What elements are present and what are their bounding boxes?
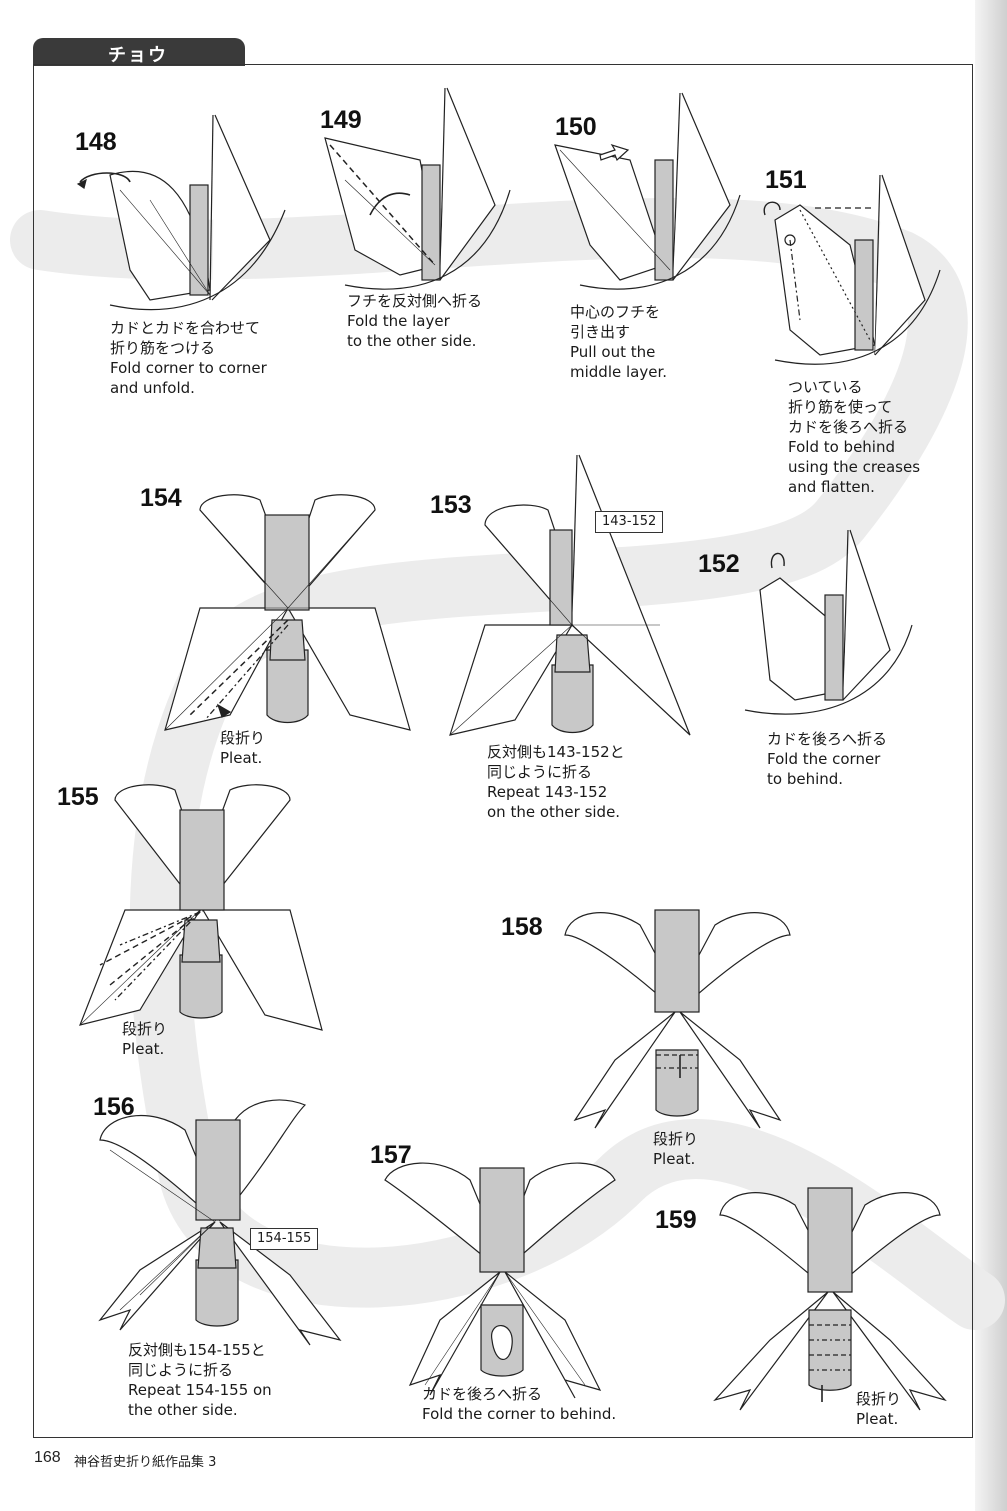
- caption-line: middle layer.: [570, 363, 668, 381]
- step-number-153: 153: [430, 491, 472, 519]
- caption-line: 中心のフチを: [570, 303, 661, 321]
- caption-line: using the creases: [788, 458, 921, 476]
- caption-148: カドとカドを合わせて 折り筋をつける Fold corner to corner…: [110, 318, 267, 398]
- step-number-152: 152: [698, 550, 740, 578]
- diagram-158: [564, 909, 791, 1129]
- caption-line: to the other side.: [347, 332, 477, 350]
- diagram-154: [164, 494, 411, 731]
- step-number-148: 148: [75, 128, 117, 156]
- diagram-148: [76, 114, 286, 311]
- caption-153: 反対側も143-152と 同じように折る Repeat 143-152 on t…: [487, 742, 625, 822]
- caption-159: 段折り Pleat.: [856, 1389, 901, 1429]
- caption-line: Fold corner to corner: [110, 359, 267, 377]
- step-number-159: 159: [655, 1206, 697, 1234]
- caption-line: to behind.: [767, 770, 844, 788]
- caption-151: ついている 折り筋を使って カドを後ろへ折る Fold to behind us…: [788, 377, 920, 497]
- caption-line: 段折り: [856, 1390, 902, 1408]
- caption-150: 中心のフチを 引き出す Pull out the middle layer.: [570, 302, 667, 382]
- caption-line: Pleat.: [653, 1150, 696, 1168]
- caption-line: on the other side.: [487, 803, 621, 821]
- caption-line: 同じように折る: [128, 1361, 234, 1379]
- caption-line: 段折り: [122, 1020, 168, 1038]
- caption-line: 折り筋をつける: [110, 339, 216, 357]
- content-frame: [33, 64, 973, 1438]
- diagram-156: [98, 1099, 342, 1346]
- caption-line: 引き出す: [570, 323, 631, 341]
- diagram-150: [554, 92, 741, 290]
- section-title-tab: [33, 38, 245, 66]
- page-edge-shadow: [975, 0, 1007, 1511]
- caption-line: the other side.: [128, 1401, 238, 1419]
- caption-line: Pleat.: [122, 1040, 165, 1058]
- caption-line: Fold to behind: [788, 438, 896, 456]
- caption-line: 反対側も154-155と: [128, 1341, 266, 1359]
- caption-154: 段折り Pleat.: [220, 728, 265, 768]
- caption-line: Repeat 154-155 on: [128, 1381, 272, 1399]
- caption-156: 反対側も154-155と 同じように折る Repeat 154-155 on t…: [128, 1340, 272, 1420]
- diagram-152: [744, 529, 913, 715]
- diagram-151: [763, 174, 941, 365]
- caption-line: Pleat.: [220, 749, 263, 767]
- caption-line: カドとカドを合わせて: [110, 319, 261, 337]
- diagram-159: [713, 1187, 947, 1411]
- step-number-158: 158: [501, 913, 543, 941]
- step-number-156: 156: [93, 1093, 135, 1121]
- caption-line: Pleat.: [856, 1410, 899, 1428]
- caption-line: ついている: [788, 378, 863, 396]
- step-number-154: 154: [140, 484, 182, 512]
- caption-line: Fold the corner to behind.: [422, 1405, 617, 1423]
- caption-line: Repeat 143-152: [487, 783, 608, 801]
- page-number: 168: [34, 1449, 61, 1466]
- caption-157: カドを後ろへ折る Fold the corner to behind.: [422, 1384, 616, 1424]
- caption-line: 同じように折る: [487, 763, 593, 781]
- caption-line: 反対側も143-152と: [487, 743, 625, 761]
- caption-line: and unfold.: [110, 379, 195, 397]
- caption-line: Pull out the: [570, 343, 656, 361]
- caption-line: カドを後ろへ折る: [767, 730, 888, 748]
- section-title: チョウ: [108, 45, 168, 66]
- step-number-149: 149: [320, 106, 362, 134]
- caption-152: カドを後ろへ折る Fold the corner to behind.: [767, 729, 887, 789]
- step-number-150: 150: [555, 113, 597, 141]
- ref-box-156: 154-155: [250, 1228, 319, 1250]
- caption-line: 折り筋を使って: [788, 398, 893, 416]
- caption-line: フチを反対側へ折る: [347, 292, 483, 310]
- step-number-151: 151: [765, 166, 807, 194]
- caption-line: Fold the layer: [347, 312, 450, 330]
- step-number-155: 155: [57, 783, 99, 811]
- caption-line: カドを後ろへ折る: [788, 418, 909, 436]
- diagram-155: [79, 784, 323, 1031]
- ref-box-153: 143-152: [595, 511, 664, 533]
- caption-155: 段折り Pleat.: [122, 1019, 167, 1059]
- diagram-149: [324, 87, 511, 290]
- caption-line: and flatten.: [788, 478, 875, 496]
- caption-line: 段折り: [220, 729, 266, 747]
- caption-line: Fold the corner: [767, 750, 881, 768]
- caption-line: 段折り: [653, 1130, 699, 1148]
- caption-149: フチを反対側へ折る Fold the layer to the other si…: [347, 291, 482, 351]
- caption-158: 段折り Pleat.: [653, 1129, 698, 1169]
- caption-line: カドを後ろへ折る: [422, 1385, 543, 1403]
- book-title: 神谷哲史折り紙作品集 3: [74, 1455, 217, 1470]
- diagram-157: [384, 1162, 616, 1399]
- step-number-157: 157: [370, 1141, 412, 1169]
